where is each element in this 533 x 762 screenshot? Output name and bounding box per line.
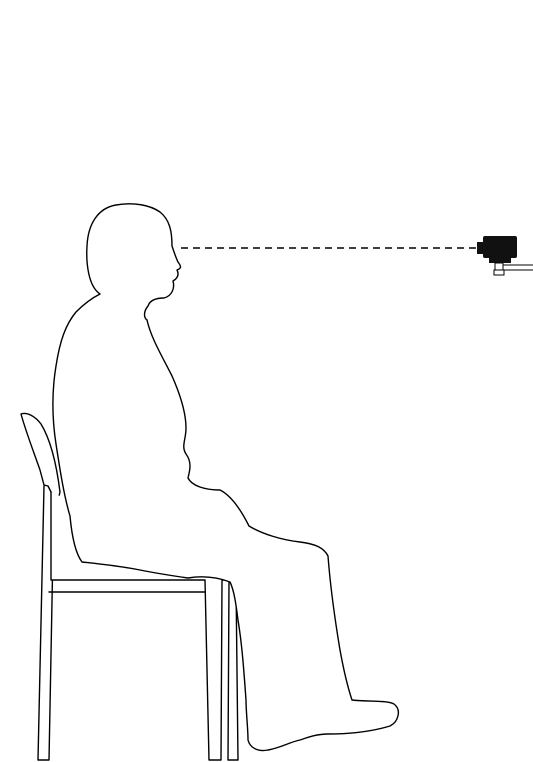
camera-lens	[477, 242, 485, 254]
camera-icon	[477, 236, 533, 276]
chair-back-leg	[37, 485, 55, 761]
camera-base	[489, 258, 511, 263]
camera-body	[483, 236, 517, 258]
chair-backrest	[20, 412, 61, 497]
seated-person-outline	[52, 203, 400, 752]
camera-mount-knob	[493, 269, 505, 276]
camera-mount-post	[494, 262, 504, 271]
